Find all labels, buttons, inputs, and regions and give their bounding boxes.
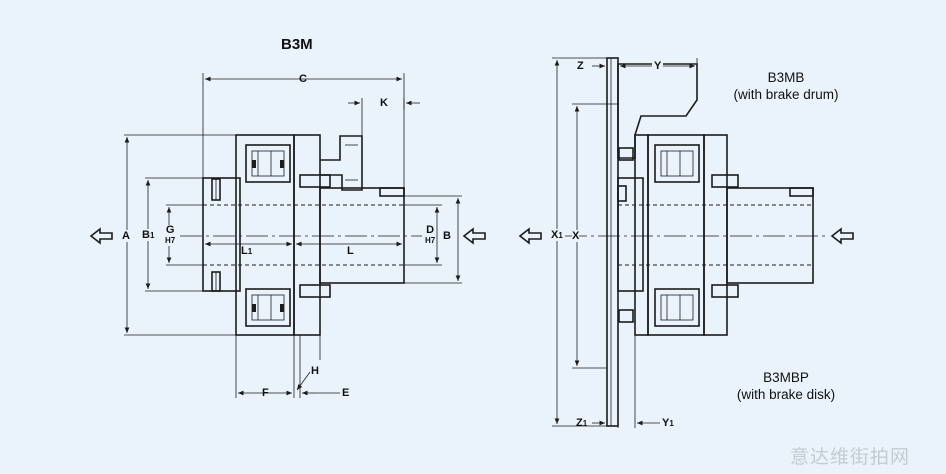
label-x1: X1 — [551, 229, 563, 241]
rv-bolt-bottom-left — [618, 309, 634, 323]
caption-b3mbp: B3MBP (with brake disk) — [736, 370, 836, 402]
label-f: F — [262, 387, 269, 399]
brake-disk — [606, 57, 619, 427]
right-view-flange-2 — [647, 134, 705, 336]
right-view-hub — [617, 177, 644, 292]
label-y: Y — [652, 60, 664, 72]
elastic-pack-bottom — [245, 288, 291, 327]
watermark: 意达维街拍网 — [790, 446, 911, 468]
k-detail — [320, 135, 363, 191]
right-hub — [319, 187, 405, 284]
b3m-section-view — [89, 73, 486, 398]
label-b1: B1 — [142, 229, 155, 241]
label-k: K — [380, 97, 388, 109]
rv-left-arrow-icon — [518, 227, 542, 245]
label-e: E — [342, 387, 350, 399]
left-flange — [235, 134, 295, 336]
rv-bolt-bottom-right — [711, 284, 739, 298]
label-l1: L1 — [241, 245, 253, 257]
bolt-bottom — [299, 284, 331, 298]
right-hub-keyway — [379, 187, 405, 197]
right-input-arrow-icon — [462, 227, 486, 245]
left-arrow-icon — [89, 227, 113, 245]
rv-bolt-top-right — [711, 174, 739, 188]
caption-b3mb: B3MB (with brake drum) — [733, 70, 839, 102]
bolt-top — [299, 174, 331, 188]
left-hub — [202, 177, 241, 292]
brake-drum — [617, 63, 698, 159]
label-x: X — [572, 230, 580, 242]
elastic-pack-top — [245, 144, 291, 183]
rv-bolt-top-left — [618, 147, 634, 161]
rv-elastic-pack-top — [654, 144, 700, 183]
label-c: C — [299, 73, 307, 85]
label-z: Z — [577, 60, 584, 72]
label-b: B — [443, 230, 451, 242]
rv-input-arrow-icon — [830, 227, 854, 245]
right-view-flange-1 — [634, 134, 649, 336]
b3mb-section-view — [518, 57, 854, 428]
right-flange — [293, 134, 321, 336]
right-view-flange-3 — [703, 134, 728, 336]
label-a: A — [122, 230, 130, 242]
rv-shaft — [726, 187, 814, 284]
label-y1: Y1 — [662, 417, 674, 429]
label-z1: Z1 — [576, 417, 588, 429]
label-l: L — [347, 245, 354, 257]
rv-elastic-pack-bottom — [654, 288, 700, 327]
b3m-title: B3M — [281, 36, 313, 53]
label-h: H — [311, 365, 319, 377]
